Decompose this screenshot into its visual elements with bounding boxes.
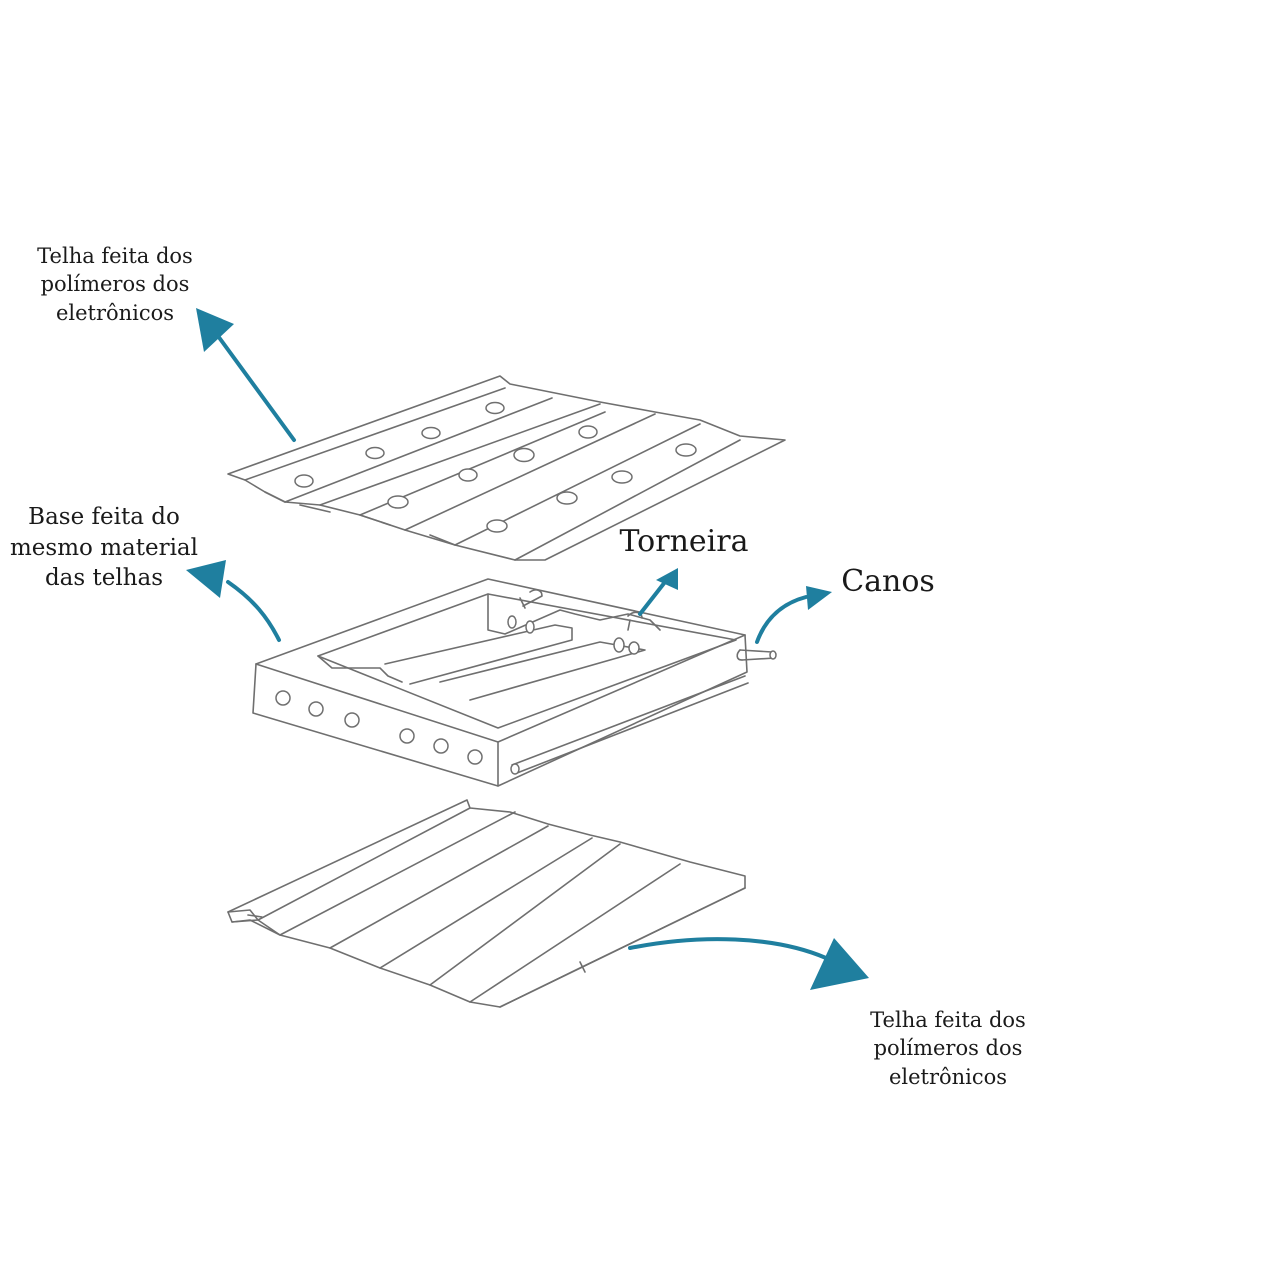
label-bottom-tile-line-1: Telha feita dos (870, 1008, 1026, 1032)
label-base-line-3: das telhas (44, 565, 164, 592)
label-base: Base feita do mesmo material das telhas (4, 502, 204, 594)
label-top-tile-line-1: Telha feita dos (37, 244, 193, 268)
label-bottom-tile-line-3: eletrônicos (888, 1064, 1008, 1089)
label-top-tile: Telha feita dos polímeros dos eletrônico… (20, 242, 210, 327)
arrow-top-tile (196, 308, 296, 442)
label-faucet: Torneira (619, 524, 749, 559)
label-top-tile-line-2: polímeros dos (40, 272, 190, 297)
label-bottom-tile: Telha feita dos polímeros dos eletrônico… (852, 1006, 1044, 1091)
arrow-pipes (755, 586, 832, 644)
label-base-line-2: mesmo material (10, 534, 198, 561)
base-frame (252, 578, 748, 787)
pipes (510, 649, 777, 775)
label-bottom-tile-line-2: polímeros dos (873, 1036, 1023, 1061)
arrow-base (186, 560, 281, 642)
top-roof-tile (227, 375, 786, 561)
label-base-line-1: Base feita do (28, 504, 180, 530)
label-pipes: Canos (841, 564, 935, 599)
label-top-tile-line-3: eletrônicos (55, 300, 175, 325)
bottom-roof-tile (227, 799, 746, 1008)
arrow-faucet (638, 568, 678, 616)
arrow-bottom-tile (628, 937, 869, 990)
